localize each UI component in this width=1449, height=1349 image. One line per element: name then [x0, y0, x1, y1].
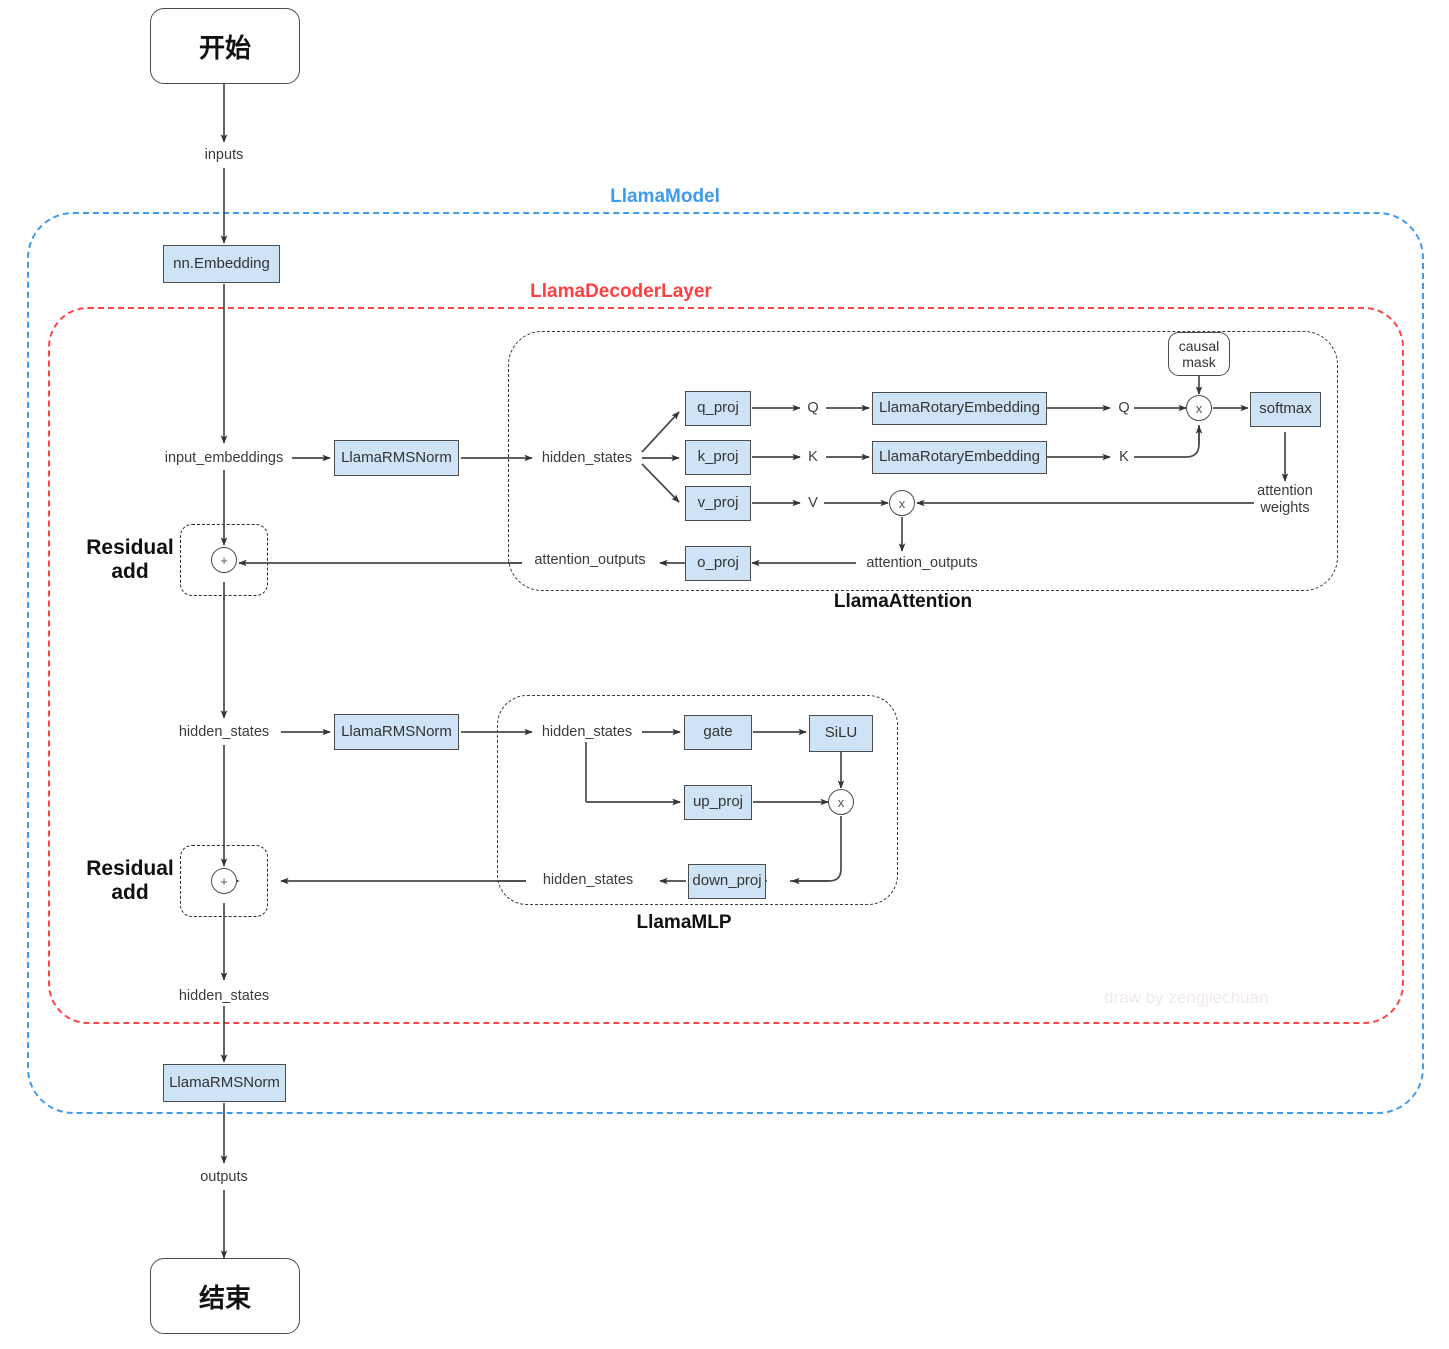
group-llama-attention-title: LlamaAttention: [833, 591, 973, 612]
edge-label-k: K: [808, 449, 818, 465]
edge-label-inputs: inputs: [204, 147, 244, 163]
node-gate[interactable]: gate: [684, 715, 752, 750]
edge-label-attention-outputs-left: attention_outputs: [534, 552, 646, 568]
node-softmax[interactable]: softmax: [1250, 392, 1321, 427]
residual-add-label-2: Residual add: [86, 857, 174, 904]
group-llama-model: [27, 212, 1424, 1114]
operator-multiply-av: x: [889, 490, 915, 516]
group-llama-attention: [508, 331, 1338, 591]
group-llama-decoder-layer: [48, 307, 1404, 1024]
node-rmsnorm-final[interactable]: LlamaRMSNorm: [163, 1064, 286, 1102]
node-rotary-embedding-k[interactable]: LlamaRotaryEmbedding: [872, 441, 1047, 474]
node-k-proj[interactable]: k_proj: [685, 440, 751, 475]
node-rmsnorm-mlp[interactable]: LlamaRMSNorm: [334, 714, 459, 750]
terminator-start: 开始: [150, 8, 300, 84]
operator-multiply-qk: x: [1186, 395, 1212, 421]
edge-label-v: V: [808, 495, 818, 511]
edge-label-hidden-states-attn-in: hidden_states: [541, 450, 633, 466]
group-llama-decoder-layer-title: LlamaDecoderLayer: [530, 281, 712, 302]
node-rmsnorm-attention[interactable]: LlamaRMSNorm: [334, 440, 459, 476]
residual-add-2-line-2: add: [111, 880, 149, 904]
operator-residual-add-2: +: [211, 868, 237, 894]
residual-add-1-line-1: Residual: [86, 536, 174, 559]
attention-weights-line-2: weights: [1260, 500, 1310, 517]
edge-label-q: Q: [807, 400, 819, 416]
node-causal-mask: causal mask: [1168, 332, 1230, 376]
group-llama-mlp-title: LlamaMLP: [636, 912, 732, 933]
group-llama-model-title: LlamaModel: [610, 186, 720, 207]
edge-label-hidden-states-bottom: hidden_states: [178, 988, 270, 1004]
node-down-proj[interactable]: down_proj: [688, 864, 766, 899]
operator-multiply-mlp: x: [828, 789, 854, 815]
edge-label-hidden-states-mlp-row: hidden_states: [178, 724, 270, 740]
node-q-proj[interactable]: q_proj: [685, 391, 751, 426]
edge-label-attention-weights: attention weights: [1257, 483, 1313, 517]
attention-weights-line-1: attention: [1257, 483, 1313, 499]
residual-add-1-line-2: add: [111, 559, 149, 583]
edge-label-outputs: outputs: [200, 1169, 248, 1185]
group-llama-mlp: [497, 695, 898, 905]
node-v-proj[interactable]: v_proj: [685, 486, 751, 521]
terminator-end: 结束: [150, 1258, 300, 1334]
residual-add-label-1: Residual add: [86, 536, 174, 583]
edge-label-q-rotated: Q: [1118, 400, 1130, 416]
node-o-proj[interactable]: o_proj: [685, 546, 751, 581]
node-silu[interactable]: SiLU: [809, 715, 873, 752]
edge-label-hidden-states-mlp-out: hidden_states: [542, 872, 634, 888]
node-nn-embedding[interactable]: nn.Embedding: [163, 245, 280, 283]
edge-label-k-rotated: K: [1119, 449, 1129, 465]
node-rotary-embedding-q[interactable]: LlamaRotaryEmbedding: [872, 392, 1047, 425]
edge-label-input-embeddings: input_embeddings: [164, 450, 284, 466]
causal-mask-line-2: mask: [1182, 354, 1216, 370]
residual-add-2-line-1: Residual: [86, 857, 174, 880]
edge-label-attention-outputs-right: attention_outputs: [866, 555, 978, 571]
node-up-proj[interactable]: up_proj: [684, 785, 752, 820]
edge-label-hidden-states-mlp-in: hidden_states: [541, 724, 633, 740]
operator-residual-add-1: +: [211, 547, 237, 573]
causal-mask-line-1: causal: [1178, 337, 1220, 354]
watermark: draw by zengjiechuan: [1104, 988, 1269, 1007]
